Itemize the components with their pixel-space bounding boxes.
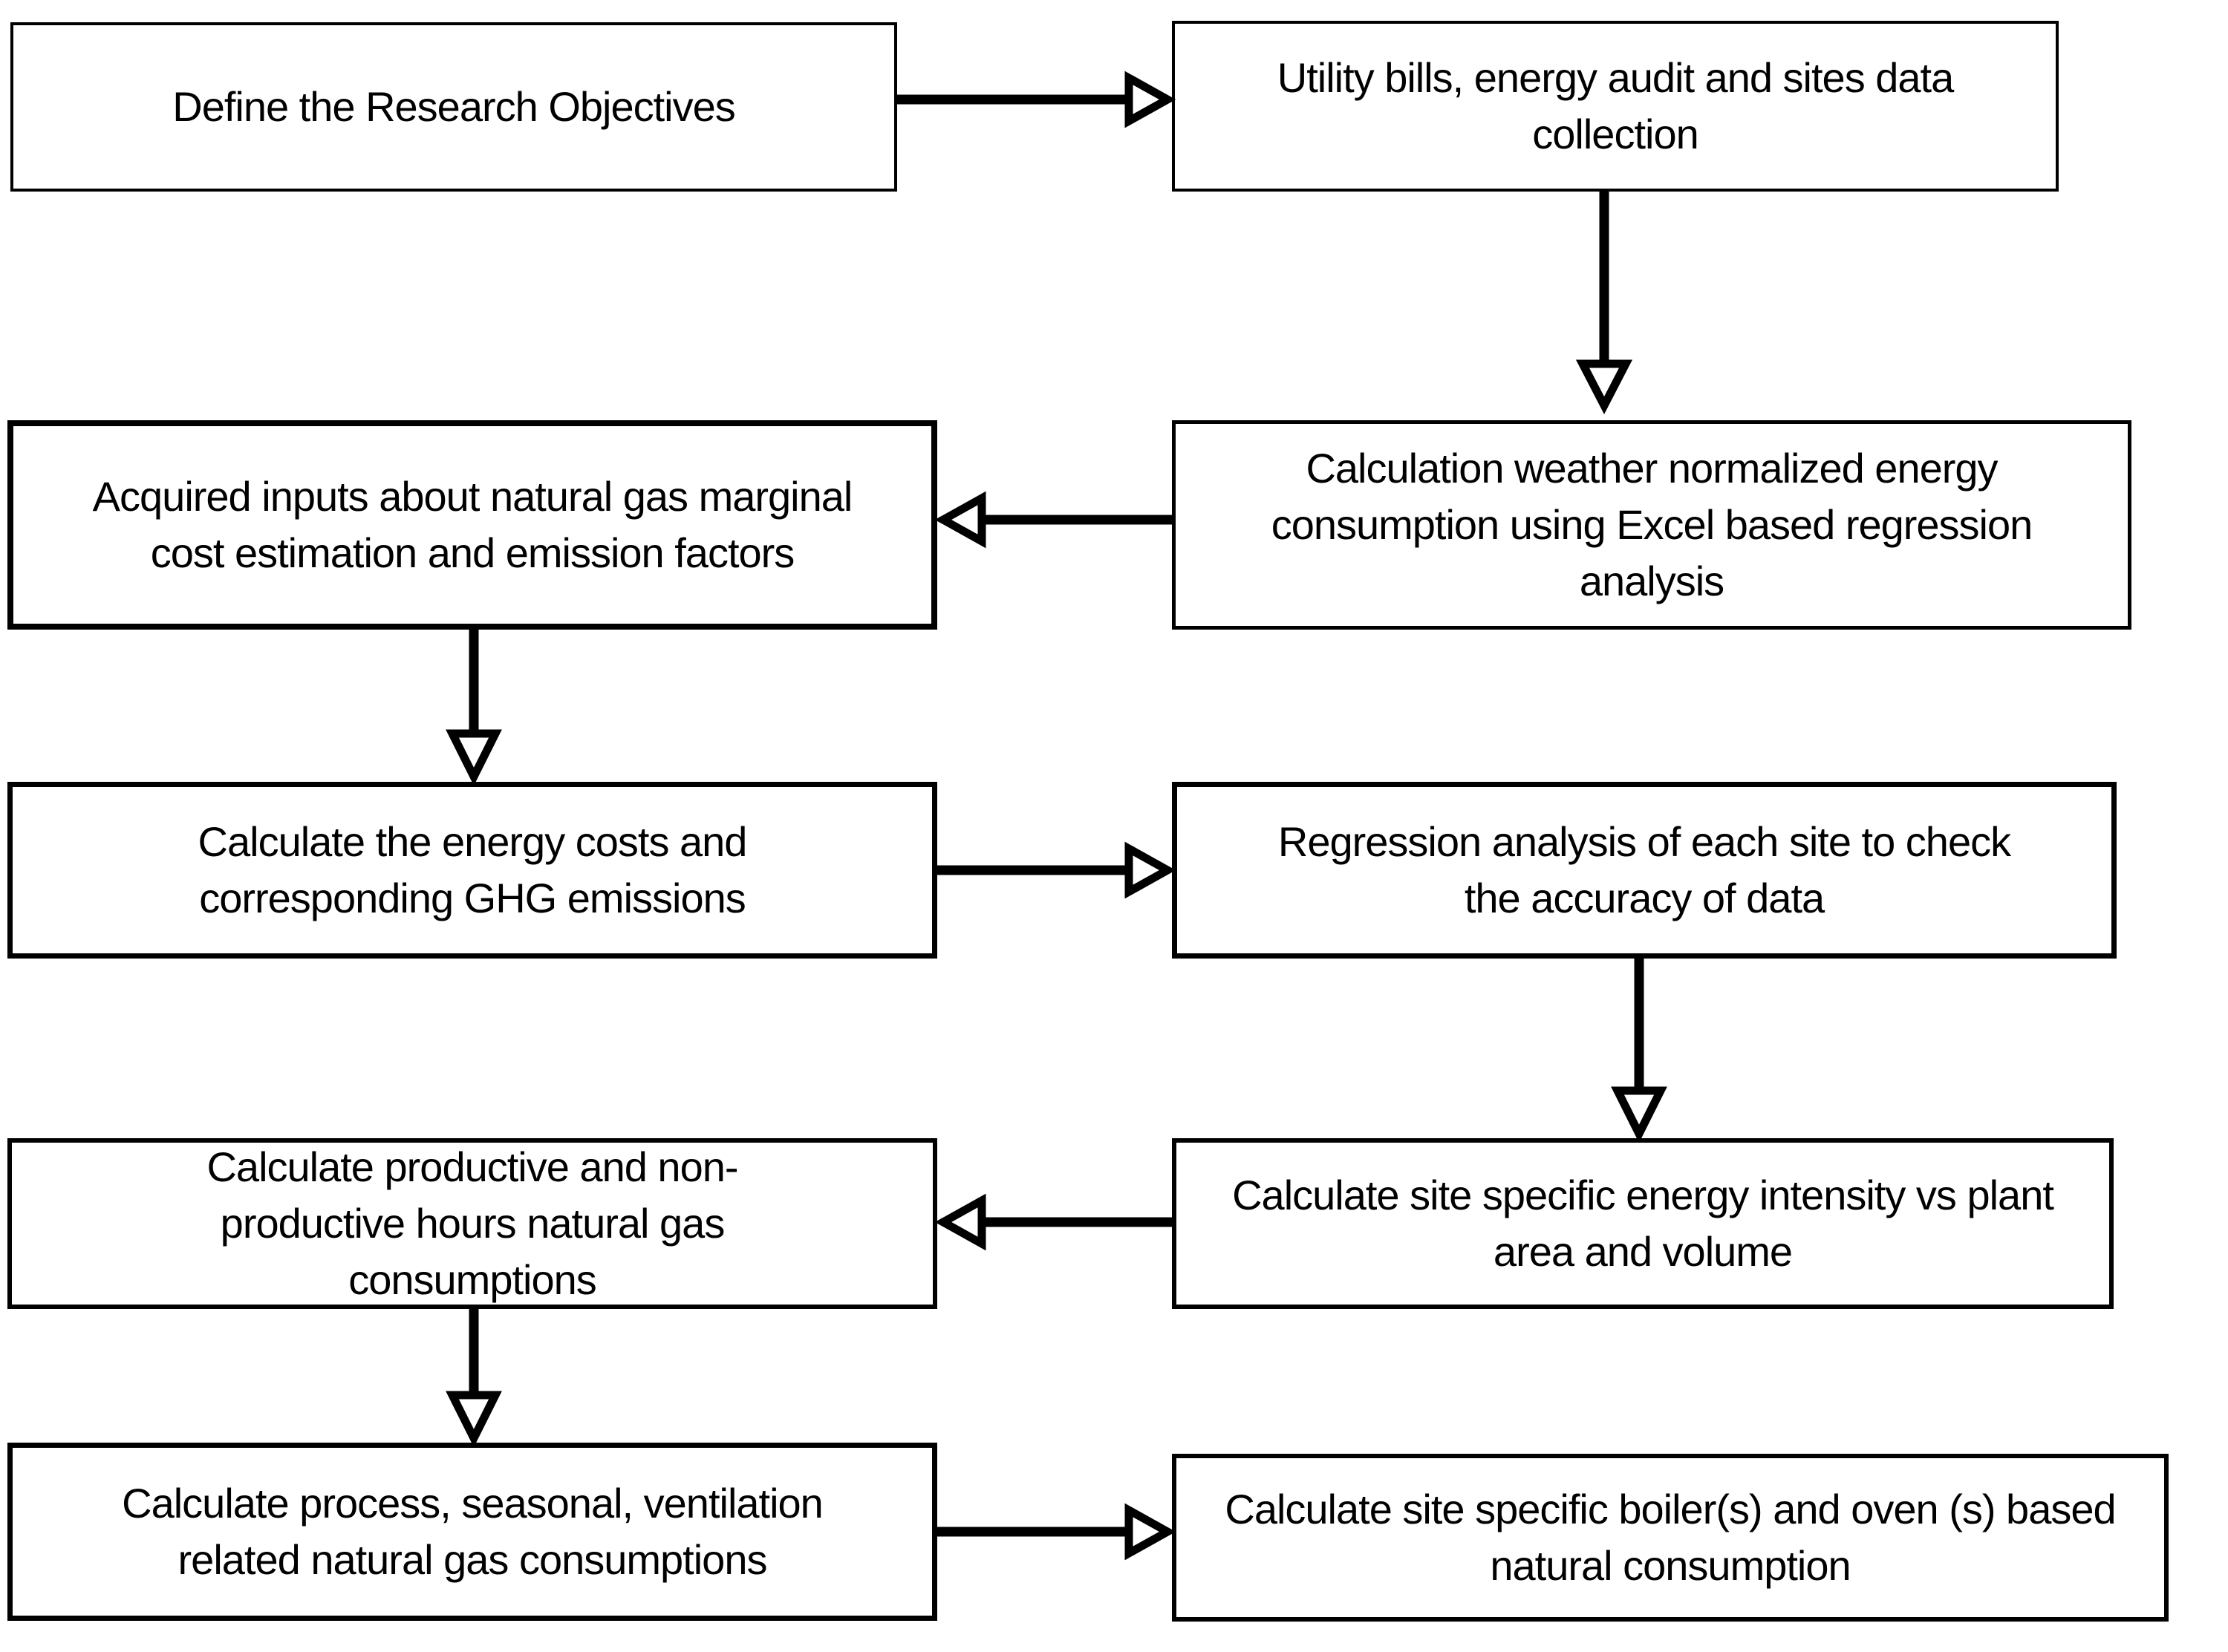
flow-box-label: Calculate process, seasonal, ventilation… [122,1479,824,1583]
arrow-weather-to-inputs-left-icon [934,491,1172,549]
arrow-intensity-to-productive-left-icon [934,1193,1172,1251]
flow-box-boiler-oven: Calculate site specific boiler(s) and ov… [1172,1454,2169,1622]
flow-box-label: Define the Research Objectives [172,82,735,130]
flow-box-label: Utility bills, energy audit and sites da… [1277,53,1955,157]
arrow-inputs-to-costs-down-icon [446,630,502,786]
flow-box-productive-hours: Calculate productive and non-productive … [7,1138,937,1309]
arrow-regression-to-intensity-down-icon [1611,959,1667,1143]
arrow-costs-to-regression-right-icon [937,841,1176,899]
arrow-process-to-boiler-right-icon [937,1503,1176,1561]
flow-box-regression-accuracy: Regression analysis of each site to chec… [1172,782,2117,959]
flow-box-data-collection: Utility bills, energy audit and sites da… [1172,21,2059,192]
flow-box-label: Calculate site specific energy intensity… [1232,1171,2054,1275]
arrow-define-to-collection-right-icon [897,71,1176,128]
flow-box-label: Calculate site specific boiler(s) and ov… [1225,1485,2116,1589]
flow-box-weather-normalized: Calculation weather normalized energy co… [1172,420,2131,630]
arrow-collection-to-weather-down-icon [1575,192,1633,414]
flow-box-process-seasonal: Calculate process, seasonal, ventilation… [7,1443,937,1621]
flow-box-acquired-inputs: Acquired inputs about natural gas margin… [7,420,937,630]
arrow-productive-to-process-down-icon [446,1309,502,1448]
flow-box-label: Acquired inputs about natural gas margin… [92,472,853,576]
flow-box-label: Regression analysis of each site to chec… [1277,817,2011,921]
flow-box-energy-costs-ghg: Calculate the energy costs and correspon… [7,782,937,959]
flow-box-label: Calculate productive and non-productive … [206,1143,738,1304]
flow-box-label: Calculate the energy costs and correspon… [198,817,748,921]
flow-box-energy-intensity: Calculate site specific energy intensity… [1172,1138,2114,1309]
flow-box-define-objectives: Define the Research Objectives [10,22,897,192]
flow-box-label: Calculation weather normalized energy co… [1271,444,2033,605]
